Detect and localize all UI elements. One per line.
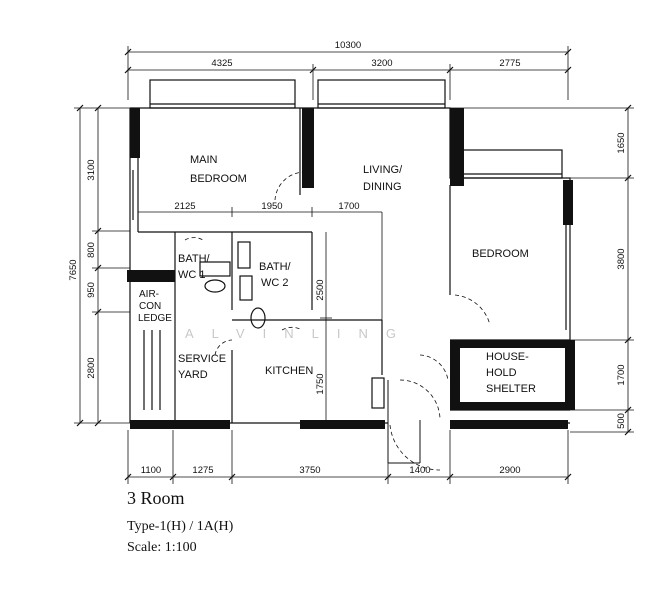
- dimension-ticks: [76, 48, 632, 481]
- dim-right-1: 1650: [616, 132, 627, 153]
- dim-top-total: 10300: [335, 40, 361, 51]
- dim-left-2: 800: [86, 242, 97, 258]
- door-swings: [184, 171, 491, 471]
- room-living-line2: DINING: [363, 181, 402, 193]
- dim-left-3: 950: [86, 282, 97, 298]
- dim-top-3: 2775: [499, 58, 520, 69]
- dim-bottom-2: 1275: [192, 465, 213, 476]
- dim-top-2: 3200: [371, 58, 392, 69]
- room-shelter-line1: HOUSE-: [486, 351, 529, 363]
- room-shelter-line2: HOLD: [486, 367, 517, 379]
- dim-inner-3: 1700: [338, 201, 359, 212]
- room-bath2-line1: BATH/: [259, 261, 292, 273]
- dim-right-3: 1700: [616, 364, 627, 385]
- room-shelter-line3: SHELTER: [486, 383, 536, 395]
- dim-left-1: 3100: [86, 159, 97, 180]
- dim-bottom-1: 1100: [141, 465, 161, 476]
- dimension-lines: [74, 46, 634, 484]
- room-aircon-line3: LEDGE: [138, 313, 172, 324]
- dim-bottom-4: 1400: [409, 465, 430, 476]
- dim-inner-v2: 1750: [315, 373, 326, 394]
- room-service-yard-line1: SERVICE: [178, 353, 226, 365]
- plan-scale: Scale: 1:100: [127, 540, 197, 555]
- room-main-bedroom-line2: BEDROOM: [190, 173, 247, 185]
- dim-bottom-3: 3750: [299, 465, 320, 476]
- dim-right-2: 3800: [616, 248, 627, 269]
- door-leaves: [387, 380, 421, 464]
- dim-inner-v1: 2500: [315, 279, 326, 300]
- room-aircon-line2: CON: [139, 301, 161, 312]
- dim-left-4: 2800: [86, 357, 97, 378]
- plan-title: 3 Room: [127, 488, 185, 508]
- room-kitchen: KITCHEN: [265, 365, 313, 377]
- room-living-line1: LIVING/: [363, 164, 403, 176]
- room-service-yard-line2: YARD: [178, 369, 208, 381]
- dim-bottom-5: 2900: [499, 465, 520, 476]
- dim-inner-1: 2125: [174, 201, 195, 212]
- room-bath1-line2: WC 1: [178, 269, 206, 281]
- room-bath1-line1: BATH/: [178, 253, 211, 265]
- dim-left-total: 7650: [68, 259, 79, 280]
- dim-top-1: 4325: [211, 58, 232, 69]
- watermark: ALVINLING: [185, 326, 414, 341]
- plan-type: Type-1(H) / 1A(H): [127, 519, 234, 534]
- room-aircon-line1: AIR-: [139, 289, 159, 300]
- room-main-bedroom-line1: MAIN: [190, 154, 218, 166]
- room-bath2-line2: WC 2: [261, 277, 289, 289]
- room-bedroom: BEDROOM: [472, 248, 529, 260]
- structural-columns: [127, 108, 575, 429]
- dim-right-4: 500: [616, 413, 627, 429]
- dim-inner-2: 1950: [261, 201, 282, 212]
